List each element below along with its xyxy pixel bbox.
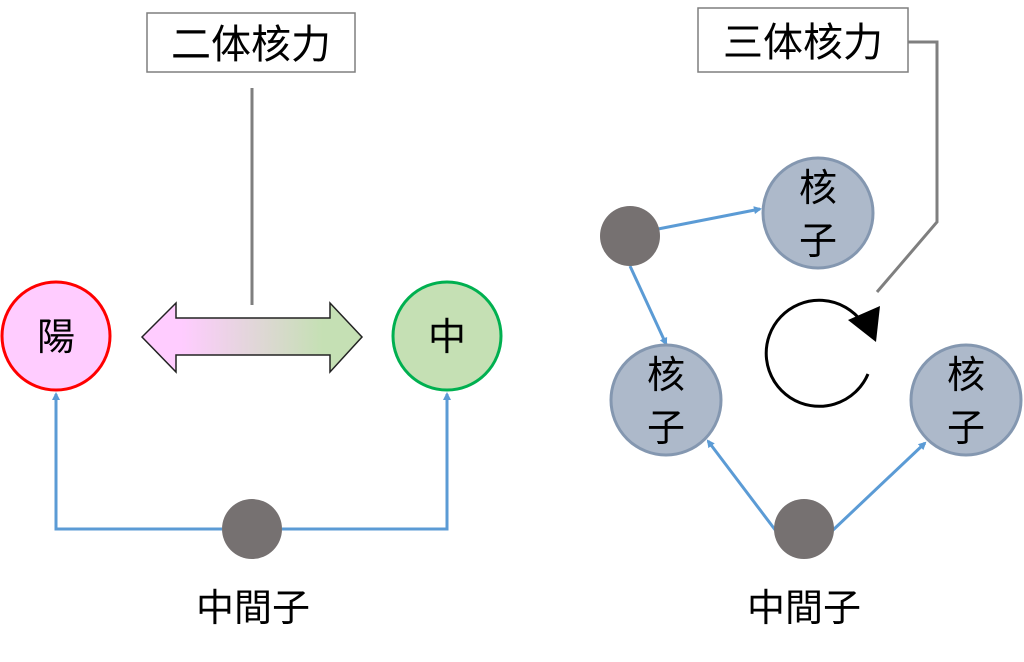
three-body-connector-line bbox=[875, 40, 939, 293]
double-arrow-icon bbox=[140, 301, 364, 374]
three-body-title-box: 三体核力 bbox=[697, 7, 909, 73]
meson-caption: 中間子 bbox=[196, 586, 310, 630]
neutron-label: 中 bbox=[428, 315, 466, 359]
meson-caption: 中間子 bbox=[747, 586, 861, 630]
exchange-line-to-neutron bbox=[282, 392, 451, 531]
exchange-line-to-proton bbox=[52, 392, 222, 531]
rotation-arc bbox=[764, 298, 870, 408]
exchange-line-top bbox=[657, 206, 762, 231]
nucleon-right: 核 子 bbox=[909, 343, 1023, 457]
proton-label: 陽 bbox=[37, 315, 75, 359]
title-box-frame bbox=[697, 7, 909, 73]
exchange-line-left-upper bbox=[628, 265, 668, 346]
neutron-circle bbox=[391, 280, 503, 392]
exchange-line-left-lower bbox=[706, 439, 778, 532]
nucleon-label-top: 核 bbox=[647, 353, 685, 397]
two-body-title: 二体核力 bbox=[171, 22, 331, 68]
two-body-title-box: 二体核力 bbox=[146, 12, 356, 73]
nucleon-label-bottom: 子 bbox=[647, 406, 685, 450]
nucleon-circle bbox=[909, 343, 1023, 457]
proton-node: 陽 bbox=[0, 280, 112, 392]
nucleon-label-bottom: 子 bbox=[947, 406, 985, 450]
rotation-arrowhead bbox=[848, 306, 880, 342]
three-body-title: 三体核力 bbox=[723, 20, 883, 66]
exchange-line-right bbox=[830, 441, 927, 533]
meson-ball bbox=[222, 499, 282, 559]
neutron-node: 中 bbox=[391, 280, 503, 392]
nucleon-top: 核 子 bbox=[761, 156, 875, 270]
nucleon-left: 核 子 bbox=[609, 343, 723, 457]
rotation-arrow-icon bbox=[764, 298, 880, 408]
two-body-panel: 二体核力 陽 中 中間子 bbox=[0, 12, 503, 630]
nucleon-label-bottom: 子 bbox=[799, 219, 837, 263]
meson-ball-lower bbox=[774, 499, 834, 559]
nucleon-label-top: 核 bbox=[799, 166, 837, 210]
nucleon-label-top: 核 bbox=[947, 353, 985, 397]
three-body-panel: 三体核力 核 子 核 子 核 子 中間子 bbox=[600, 7, 1023, 630]
proton-circle bbox=[0, 280, 112, 392]
nucleon-circle bbox=[609, 343, 723, 457]
title-box-frame bbox=[146, 12, 356, 73]
meson-ball-upper bbox=[600, 206, 660, 266]
nucleon-circle bbox=[761, 156, 875, 270]
